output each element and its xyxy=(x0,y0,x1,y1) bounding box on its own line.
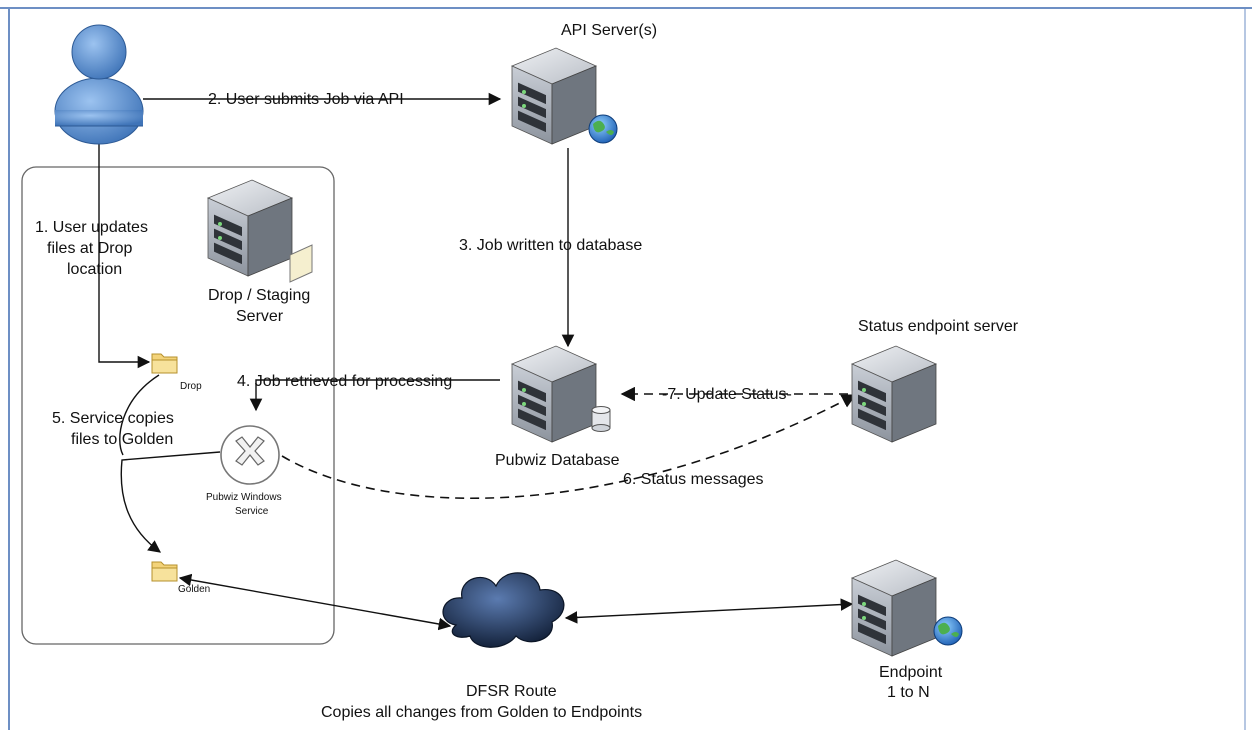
database-icon xyxy=(591,406,611,432)
globe-icon xyxy=(588,114,618,144)
step1-label-line2: files at Drop xyxy=(47,240,132,257)
drop-folder-label: Drop xyxy=(180,381,202,392)
step5-label-line1: 5. Service copies xyxy=(52,410,174,427)
step7-label: -7. Update Status- xyxy=(662,386,792,403)
step5-label-line2: files to Golden xyxy=(71,431,173,448)
status-messages-arrow xyxy=(281,394,857,499)
status-endpoint-server-label: Status endpoint server xyxy=(858,318,1019,335)
step6-label: 6. Status messages xyxy=(623,471,764,488)
job-retrieved-arrow xyxy=(249,379,500,412)
golden-folder-icon xyxy=(151,561,178,582)
endpoint-label-line1: Endpoint xyxy=(879,664,943,681)
update-files-arrow xyxy=(98,120,151,369)
endpoint-server-icon xyxy=(851,559,937,657)
endpoint-label-line2: 1 to N xyxy=(887,684,930,701)
golden-folder-label: Golden xyxy=(178,584,210,595)
drop-to-service-line xyxy=(119,374,160,456)
drop-staging-server-label-line1: Drop / Staging xyxy=(208,287,310,304)
pubwiz-database-label: Pubwiz Database xyxy=(495,452,620,469)
service-label-line2: Service xyxy=(235,506,269,517)
status-endpoint-server-icon xyxy=(851,345,937,443)
golden-dfsr-arrow xyxy=(178,573,452,631)
drop-staging-server-label-line2: Server xyxy=(236,308,284,325)
document-icon xyxy=(289,244,313,283)
drop-staging-group-box xyxy=(21,166,335,645)
dfsr-route-label: DFSR Route xyxy=(466,683,557,700)
step1-label-line3: location xyxy=(67,261,122,278)
api-server-icon xyxy=(511,47,597,145)
user-icon xyxy=(54,24,144,145)
drop-folder-icon xyxy=(151,353,178,374)
cloud-icon xyxy=(442,572,565,648)
endpoint-globe-icon xyxy=(933,616,963,646)
step1-label-line1: 1. User updates xyxy=(35,219,148,236)
database-server-icon xyxy=(511,345,597,443)
drop-staging-server-icon xyxy=(207,179,293,277)
dfsr-route-description: Copies all changes from Golden to Endpoi… xyxy=(321,704,642,721)
copy-to-golden-arrow xyxy=(120,451,221,553)
service-label-line1: Pubwiz Windows xyxy=(206,492,282,503)
step2-label: 2. User submits Job via API xyxy=(208,91,404,108)
step3-label: 3. Job written to database xyxy=(459,237,642,254)
windows-service-icon xyxy=(220,425,280,485)
dfsr-endpoint-arrow xyxy=(564,598,854,624)
step4-label: 4. Job retrieved for processing xyxy=(237,373,452,390)
api-servers-label: API Server(s) xyxy=(561,22,657,39)
